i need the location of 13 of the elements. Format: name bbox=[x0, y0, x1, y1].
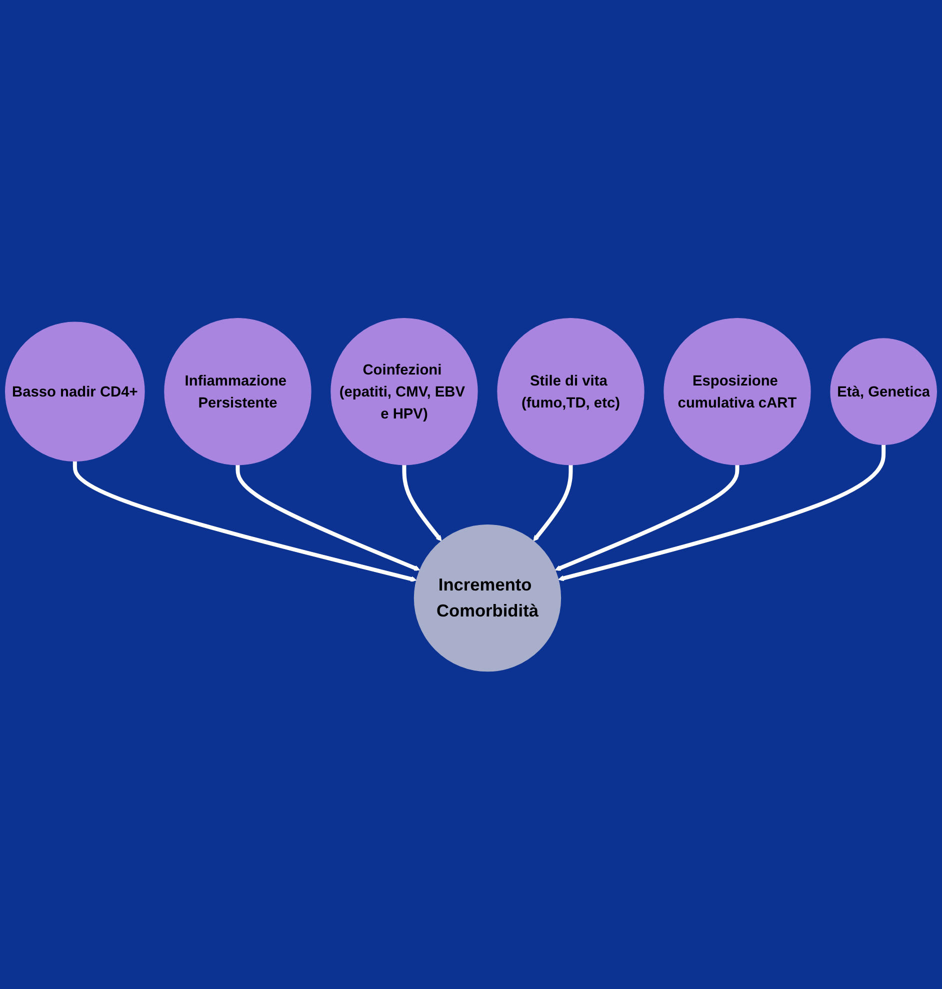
arrow bbox=[236, 464, 420, 571]
arrow bbox=[402, 464, 442, 541]
node-circle: Coinfezioni (epatiti, CMV, EBV e HPV) bbox=[330, 318, 478, 465]
node-circle: Infiammazione Persistente bbox=[164, 318, 312, 465]
node-circle: Stile di vita (fumo,TD, etc) bbox=[497, 318, 644, 465]
arrow bbox=[558, 444, 886, 581]
node-circle: Basso nadir CD4+ bbox=[5, 321, 145, 462]
arrow bbox=[533, 464, 573, 541]
arrow bbox=[72, 460, 417, 582]
node-circle: Esposizione cumulativa cART bbox=[664, 318, 811, 465]
arrow bbox=[554, 464, 740, 571]
node-circle: Incremento Comorbidità bbox=[414, 524, 562, 672]
node-circle: Età, Genetica bbox=[830, 338, 937, 445]
